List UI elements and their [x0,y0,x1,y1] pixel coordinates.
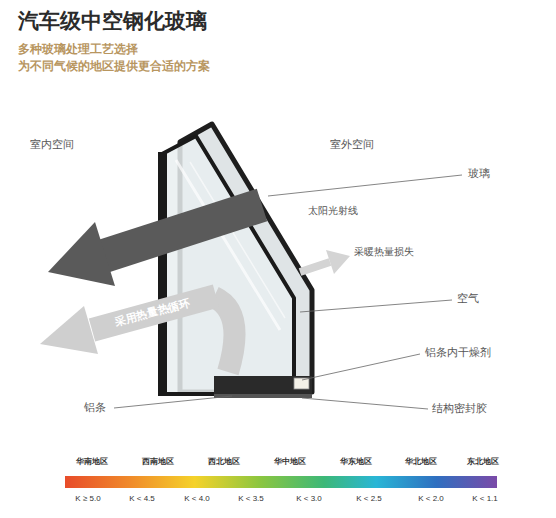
leader-line [268,175,462,196]
k-value-bar [65,476,497,488]
region-label: 华南地区 [76,457,108,467]
region-label: 华中地区 [274,457,306,467]
pane-edge [158,152,167,396]
aluminium-strip [214,376,312,395]
part-label: 铝条内干燥剂 [425,346,491,359]
part-label: 铝条 [84,401,106,414]
k-value-label: K < 1.1 [472,494,498,504]
heat-cycle-arrow [92,296,216,330]
leader-line [300,300,452,312]
region-label: 华北地区 [405,457,437,467]
space-label: 室内空间 [30,138,74,151]
region-label: 西南地区 [142,457,174,467]
k-value-label: K ≥ 5.0 [75,494,100,504]
solar-arrow [104,205,262,256]
title: 汽车级中空钢化玻璃 [18,8,207,33]
subtitle: 多种玻璃处理工艺选择 [18,42,138,56]
k-value-label: K < 4.0 [184,494,210,504]
heat-cycle-arrow [214,297,234,372]
leader-line [302,354,420,380]
k-value-label: K < 2.0 [418,494,444,504]
region-label: 西北地区 [208,457,240,467]
k-value-label: K < 2.5 [356,494,382,504]
part-label: 玻璃 [468,167,490,180]
subtitle: 为不同气候的地区提供更合适的方案 [18,59,210,73]
heat-label: 采暖热量损失 [354,246,414,258]
ray-label: 太阳光射线 [308,205,358,217]
k-value-label: K < 4.5 [129,494,155,504]
part-label: 结构密封胶 [432,402,487,415]
leader-line [114,396,232,408]
heat-loss-arrow [300,262,330,272]
region-label: 东北地区 [467,457,499,467]
part-label: 空气 [457,292,479,305]
heat-cycle-arrow-head [40,306,98,354]
region-label: 华东地区 [340,457,372,467]
solar-arrow-head [48,222,115,286]
k-value-label: K < 3.5 [238,494,264,504]
space-label: 室外空间 [330,138,374,151]
leader-line [302,398,428,409]
inner-glass-pane [162,136,294,394]
desiccant [294,378,309,389]
k-value-label: K < 3.0 [296,494,322,504]
heat-loss-arrow-head [326,250,350,274]
